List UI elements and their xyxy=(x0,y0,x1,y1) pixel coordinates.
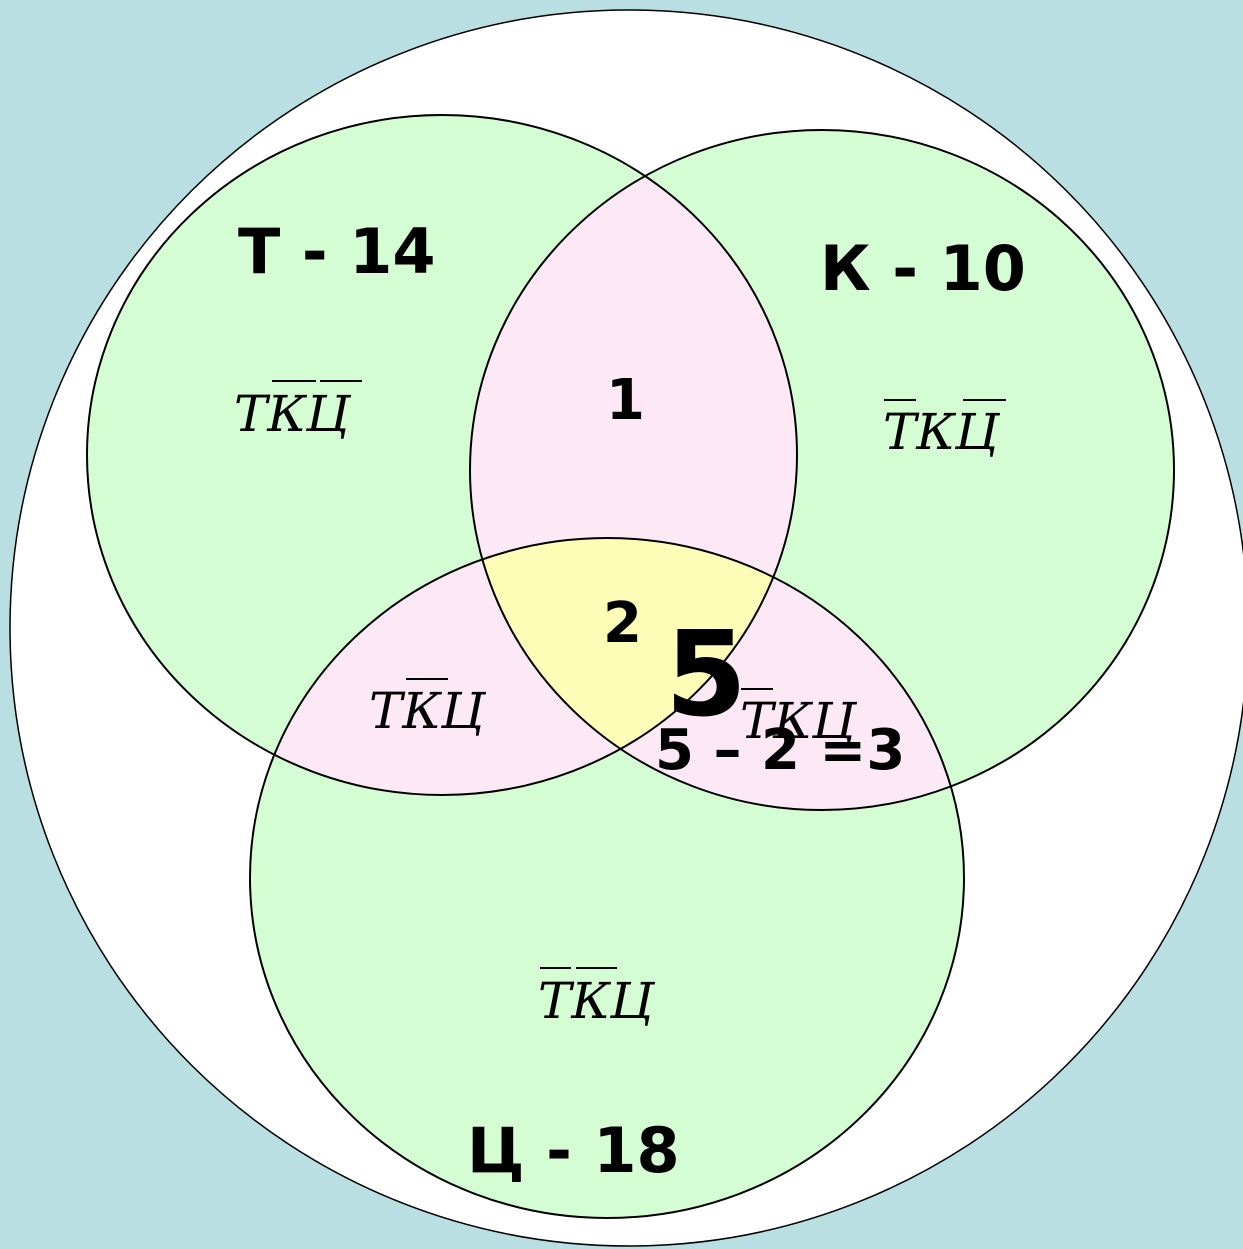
svg-text:ТКЦ: ТКЦ xyxy=(538,972,656,1030)
equation-annotation: 5 – 2 =3 xyxy=(655,718,905,783)
set-t-outline xyxy=(86,114,798,796)
formula-k-only: ТКЦ xyxy=(883,399,1006,461)
formula-t-and-c: ТКЦ xyxy=(369,678,487,740)
big-five-annotation: 5 xyxy=(665,605,747,743)
svg-text:ТКЦ: ТКЦ xyxy=(369,682,487,740)
formula-k-and-c: ТКЦ xyxy=(740,688,858,750)
svg-text:ТКЦ: ТКЦ xyxy=(234,385,352,443)
set-t-label: Т - 14 xyxy=(238,215,435,288)
region-t-k-c-count: 2 xyxy=(603,591,642,656)
formula-t-only: ТКЦ xyxy=(234,380,362,443)
svg-text:ТКЦ: ТКЦ xyxy=(883,403,1001,461)
region-t-k-count: 1 xyxy=(606,368,645,433)
svg-text:ТКЦ: ТКЦ xyxy=(740,692,858,750)
set-k-label: К - 10 xyxy=(820,232,1026,305)
set-c-outline xyxy=(249,537,965,1219)
set-k-outline xyxy=(469,129,1175,811)
formula-c-only: ТКЦ xyxy=(538,967,656,1030)
set-c-label: Ц - 18 xyxy=(467,1114,680,1187)
intersection-k-c xyxy=(470,538,964,810)
